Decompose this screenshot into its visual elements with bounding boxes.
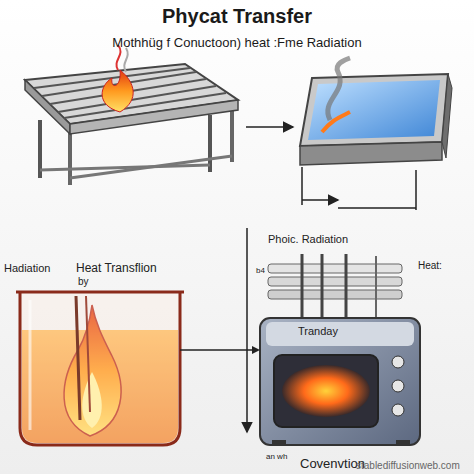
jar-illustration xyxy=(16,292,184,445)
label: Covenvtion xyxy=(300,457,365,472)
label: b4 xyxy=(256,266,265,275)
tray-illustration xyxy=(300,58,452,165)
grill-illustration xyxy=(25,45,238,185)
label: Heat: xyxy=(418,260,442,272)
connector xyxy=(180,346,260,354)
heating-element xyxy=(268,254,402,318)
label: an wh xyxy=(266,452,287,461)
connector-line xyxy=(180,349,253,351)
jar-node: Heat Transflionby xyxy=(20,292,180,445)
toaster-node: Tranday xyxy=(260,318,420,445)
toaster-illustration xyxy=(260,318,420,446)
node-text: Heat Transflion xyxy=(76,262,157,276)
arrowhead xyxy=(252,346,260,354)
title: Phycat Transfer xyxy=(0,5,474,28)
label: Hadiation xyxy=(4,262,50,275)
watermark: stablediffusionweb.com xyxy=(356,460,460,472)
label: Phoic. Radiation xyxy=(268,233,348,246)
node-text: by xyxy=(78,276,89,288)
subtitle: Mothhüg f Conuctoon) heat :Fme Radiation xyxy=(0,36,474,51)
node-text: Tranday xyxy=(298,325,338,338)
